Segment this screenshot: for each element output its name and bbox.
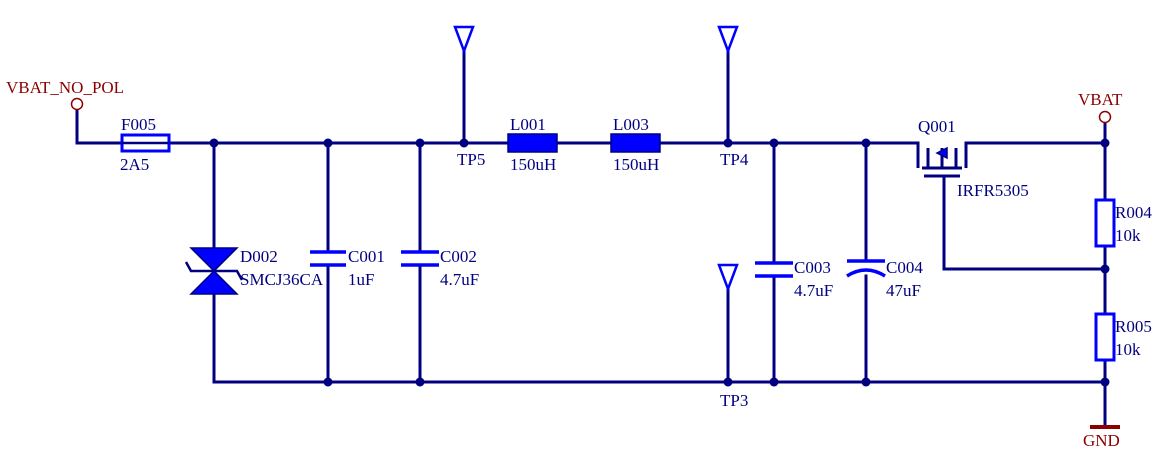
r005-ref: R005	[1115, 317, 1152, 336]
r004-ref: R004	[1115, 203, 1152, 222]
tp4-label: TP4	[720, 150, 749, 169]
q001-value: IRFR5305	[957, 181, 1029, 200]
c001-ref: C001	[348, 247, 385, 266]
output-port-vbat: VBAT	[1078, 90, 1123, 124]
c003-value: 4.7uF	[794, 281, 833, 300]
capacitor-c002: C002 4.7uF	[401, 247, 479, 289]
c001-value: 1uF	[348, 270, 374, 289]
c004-value: 47uF	[886, 281, 921, 300]
inductor-l001: L001 150uH	[507, 115, 558, 174]
tvs-value: SMCJ36CA	[240, 270, 324, 289]
fuse-value: 2A5	[120, 155, 149, 174]
wires	[75, 50, 1107, 427]
mosfet-q001: Q001 IRFR5305	[916, 117, 1029, 200]
junction-dots	[209, 138, 1110, 387]
resistor-r004: R004 10k	[1094, 198, 1152, 248]
r004-value: 10k	[1115, 226, 1141, 245]
capacitor-c003: C003 4.7uF	[755, 258, 833, 300]
fuse-f005: F005 2A5	[120, 115, 171, 174]
l003-value: 150uH	[613, 155, 659, 174]
test-point-tp5: TP5	[453, 25, 485, 169]
q001-ref: Q001	[918, 117, 956, 136]
tvs-ref: D002	[240, 247, 278, 266]
l003-ref: L003	[613, 115, 649, 134]
net-label-vbat-no-pol: VBAT_NO_POL	[6, 78, 124, 97]
net-label-gnd: GND	[1083, 431, 1120, 450]
test-point-tp4: TP4	[717, 25, 749, 169]
input-port-vbat-no-pol: VBAT_NO_POL	[6, 78, 124, 111]
capacitor-c004: C004 47uF	[846, 258, 923, 300]
ground-symbol: GND	[1083, 425, 1120, 450]
capacitor-c001: C001 1uF	[310, 247, 385, 289]
c004-ref: C004	[886, 258, 923, 277]
resistor-r005: R005 10k	[1094, 312, 1152, 362]
c002-value: 4.7uF	[440, 270, 479, 289]
tp5-label: TP5	[457, 150, 485, 169]
l001-ref: L001	[510, 115, 546, 134]
c002-ref: C002	[440, 247, 477, 266]
test-point-tp3: TP3	[717, 263, 748, 410]
tp3-label: TP3	[720, 391, 748, 410]
tvs-diode-d002: D002 SMCJ36CA	[184, 247, 324, 295]
l001-value: 150uH	[510, 155, 556, 174]
fuse-ref: F005	[121, 115, 156, 134]
inductor-l003: L003 150uH	[610, 115, 661, 174]
c003-ref: C003	[794, 258, 831, 277]
net-label-vbat: VBAT	[1078, 90, 1123, 109]
r005-value: 10k	[1115, 340, 1141, 359]
